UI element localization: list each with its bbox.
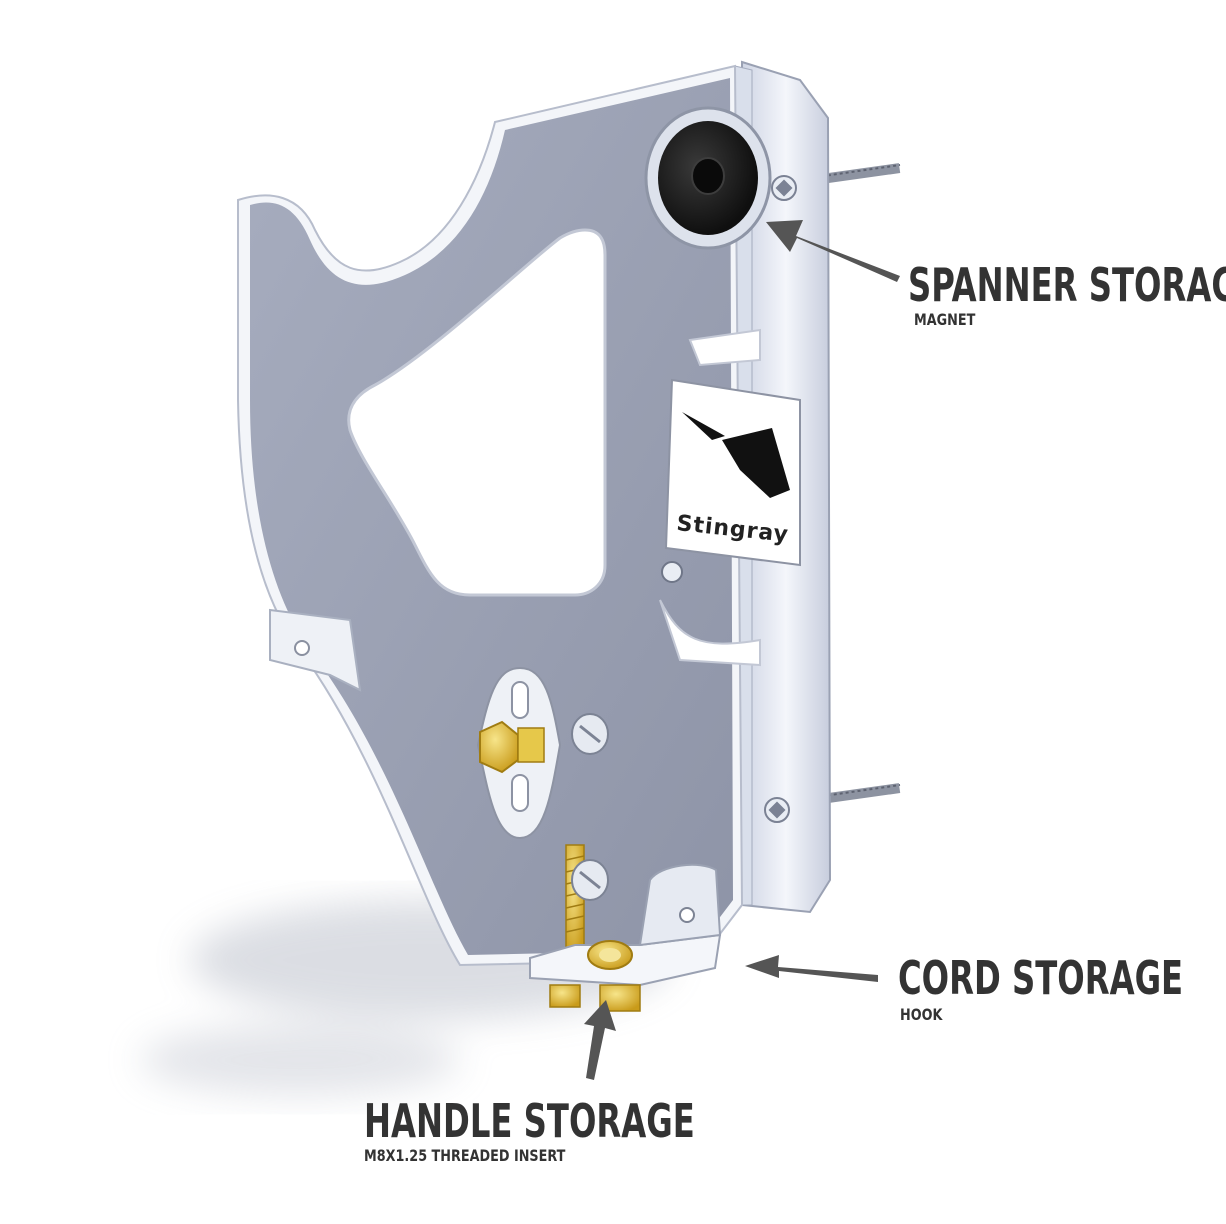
callout-title: CORD STORAGE bbox=[898, 951, 1184, 1005]
stingray-logo-plate: Stingray bbox=[664, 378, 801, 567]
callout-subtitle: M8X1.25 THREADED INSERT bbox=[364, 1146, 566, 1165]
callout-cord-storage: CORD STORAGE HOOK bbox=[898, 955, 1226, 1023]
adjuster-block bbox=[476, 666, 609, 840]
main-plate bbox=[237, 64, 761, 967]
callout-title: HANDLE STORAGE bbox=[364, 1094, 695, 1148]
magnet-icon bbox=[644, 106, 772, 250]
callout-subtitle: HOOK bbox=[900, 1005, 943, 1024]
callout-spanner-storage: SPANNER STORAGE MAGNET bbox=[908, 262, 1226, 328]
callout-handle-storage: HANDLE STORAGE M8X1.25 THREADED INSERT bbox=[364, 1098, 788, 1164]
cord-hook bbox=[529, 863, 722, 1012]
bolt-icon bbox=[479, 720, 545, 774]
callout-subtitle: MAGNET bbox=[914, 310, 976, 329]
screw-icon bbox=[661, 561, 683, 583]
callout-title: SPANNER STORAGE bbox=[908, 258, 1226, 312]
arrow-icon bbox=[584, 220, 900, 1080]
stingray-logo-icon bbox=[682, 412, 790, 498]
